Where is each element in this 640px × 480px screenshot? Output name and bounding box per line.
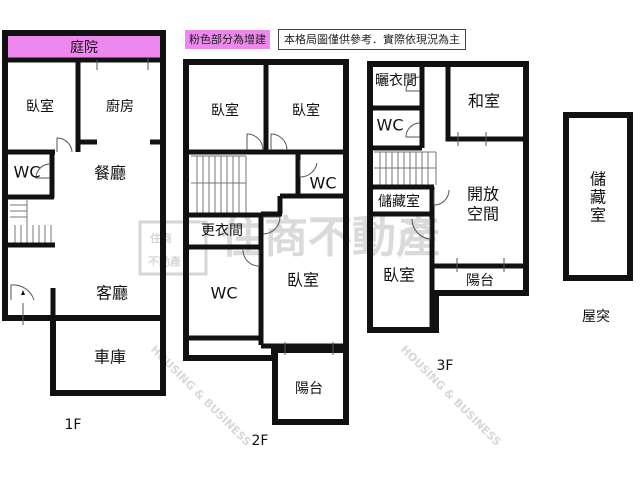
room-living: 客廳 [96, 284, 128, 303]
room-bedroom: 臥室 [26, 98, 54, 115]
room-roof-storage-1: 儲 [590, 170, 606, 189]
room-roof-storage-2: 藏 [590, 188, 606, 207]
watermark-brand: 住商不動產 [220, 212, 440, 263]
room-courtyard: 庭院 [70, 39, 98, 56]
floor-2f: 臥室 臥室 WC 更衣間 WC 臥室 陽台 2F [183, 59, 349, 449]
room-bedroom-main: 臥室 [287, 271, 319, 290]
room-garage: 車庫 [94, 348, 126, 367]
room-wc: WC [14, 163, 41, 182]
room-storage: 儲藏室 [378, 193, 420, 210]
room-wc-upper: WC [310, 174, 337, 193]
room-bedroom: 臥室 [383, 266, 415, 285]
room-walk-in-closet: 更衣間 [201, 223, 243, 239]
floor-3f: 曬衣間 WC 和室 儲藏室 開放 空間 臥室 陽台 3F [367, 61, 529, 374]
addition-legend: 粉色部分為增建 [185, 30, 270, 49]
room-open-space-2: 空間 [467, 205, 499, 224]
room-balcony: 陽台 [295, 381, 323, 397]
room-bedroom-left: 臥室 [211, 102, 239, 119]
floor-label-2f: 2F [252, 433, 269, 449]
room-wc-lower: WC [211, 284, 238, 303]
room-laundry: 曬衣間 [375, 73, 417, 89]
courtyard-addition [5, 33, 163, 59]
room-japanese: 和室 [468, 92, 500, 111]
room-bedroom-right: 臥室 [292, 102, 320, 119]
floor-roof: 儲 藏 室 屋突 [563, 112, 633, 325]
room-wc: WC [377, 116, 404, 135]
floor-1f: 庭院 臥室 廚房 WC 餐廳 客廳 車庫 1F [2, 30, 166, 433]
room-balcony: 陽台 [466, 273, 494, 289]
floor-label-3f: 3F [437, 358, 454, 374]
floor-label-1f: 1F [65, 417, 82, 433]
room-open-space-1: 開放 [467, 185, 499, 204]
room-dining: 餐廳 [94, 164, 126, 183]
disclaimer-note: 本格局圖僅供參考．實際依現況為主 [278, 29, 466, 50]
floor-label-roof: 屋突 [582, 309, 610, 325]
room-kitchen: 廚房 [106, 98, 134, 115]
room-roof-storage-3: 室 [590, 206, 606, 225]
